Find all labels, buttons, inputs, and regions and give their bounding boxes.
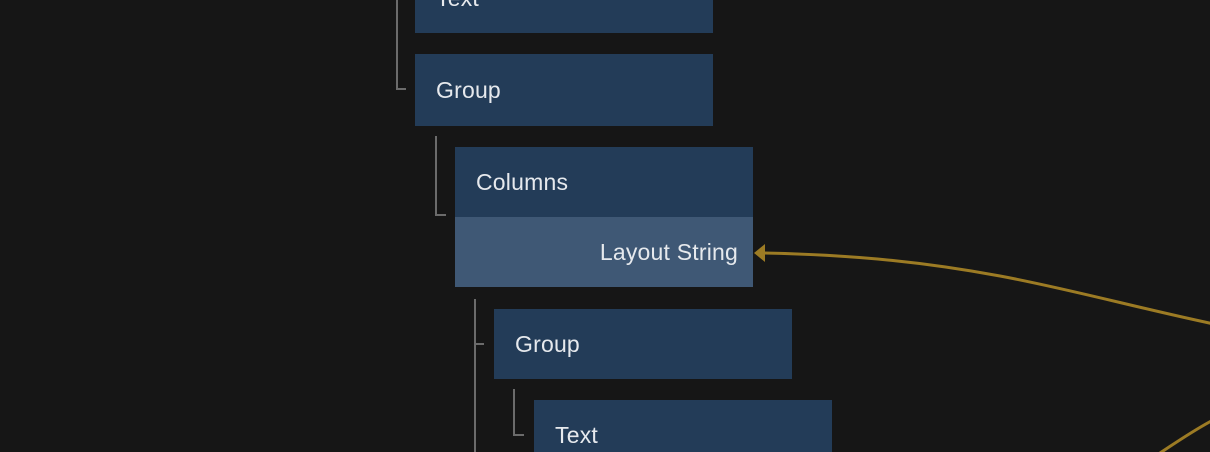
node-label: Group bbox=[436, 76, 501, 103]
node-label: Columns bbox=[476, 168, 569, 195]
tree-connector-line bbox=[435, 136, 446, 216]
tree-node-text-top[interactable]: Text bbox=[415, 0, 713, 33]
node-label: Group bbox=[515, 330, 580, 357]
port-row-layout-string[interactable]: Layout String bbox=[455, 217, 753, 287]
tree-connector-line bbox=[396, 0, 406, 90]
tree-connector-line bbox=[513, 389, 524, 436]
wire-arrowhead-icon bbox=[754, 244, 765, 262]
tree-node-columns[interactable]: Columns Layout String bbox=[455, 147, 753, 287]
tree-node-group-1[interactable]: Group bbox=[415, 54, 713, 126]
node-label: Text bbox=[436, 0, 479, 12]
connection-wire[interactable] bbox=[762, 251, 1210, 325]
connection-wire[interactable] bbox=[1157, 419, 1210, 452]
tree-node-group-2[interactable]: Group bbox=[494, 309, 792, 379]
node-label: Text bbox=[555, 421, 598, 448]
port-label: Layout String bbox=[599, 238, 738, 265]
columns-node-header[interactable]: Columns bbox=[455, 147, 753, 217]
tree-node-text-bottom[interactable]: Text bbox=[534, 400, 832, 452]
